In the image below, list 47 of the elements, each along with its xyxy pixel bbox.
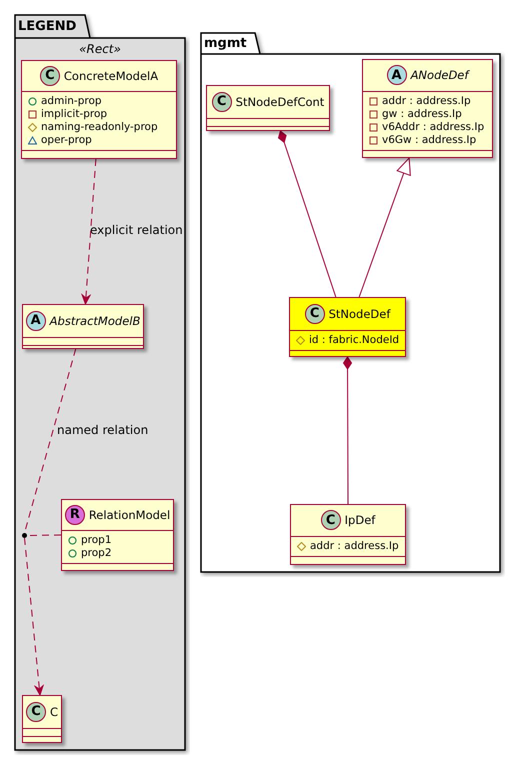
attribute-text: addr : address.Ip bbox=[310, 540, 399, 552]
class-name: StNodeDefCont bbox=[236, 94, 324, 109]
class-name: IpDef bbox=[344, 513, 376, 528]
class-type-marker: A bbox=[386, 65, 407, 86]
attribute-text: v6Gw : address.Ip bbox=[382, 134, 476, 146]
class-box bbox=[61, 499, 174, 571]
class-type-marker: C bbox=[320, 510, 341, 530]
edge-label: named relation bbox=[57, 423, 148, 437]
class-name: C bbox=[50, 704, 58, 719]
class-name: ConcreteModelA bbox=[64, 68, 158, 83]
class-type-marker: C bbox=[212, 92, 232, 112]
package-name: LEGEND bbox=[18, 19, 76, 35]
attribute-text: implicit-prop bbox=[41, 108, 108, 120]
attribute-text: prop2 bbox=[81, 546, 112, 560]
package-name: mgmt bbox=[204, 36, 247, 52]
dependency-arrow bbox=[82, 158, 96, 304]
attribute-text: prop1 bbox=[81, 534, 112, 546]
class-box bbox=[289, 297, 406, 357]
attribute-text: v6Addr : address.Ip bbox=[382, 120, 484, 134]
attribute-text: oper-prop bbox=[41, 134, 92, 146]
class-type-marker: R bbox=[64, 504, 85, 525]
composition-line bbox=[343, 356, 352, 504]
class-box bbox=[206, 85, 330, 131]
class-type-marker: A bbox=[26, 310, 46, 331]
class-name: StNodeDef bbox=[328, 306, 390, 321]
class-box bbox=[22, 695, 62, 743]
class-name: RelationModel bbox=[88, 508, 170, 522]
class-type-marker: C bbox=[40, 66, 60, 86]
stereotype-label: «Rect» bbox=[78, 42, 122, 56]
edge-label: explicit relation bbox=[90, 223, 183, 237]
attribute-text: admin-prop bbox=[41, 94, 102, 108]
attribute-text: gw : address.Ip bbox=[382, 108, 462, 120]
class-box bbox=[22, 304, 144, 349]
class-type-marker: C bbox=[304, 304, 325, 324]
attribute-text: addr : address.Ip bbox=[382, 94, 471, 108]
class-box bbox=[290, 504, 406, 565]
composition-line bbox=[278, 130, 336, 298]
class-box bbox=[21, 60, 177, 159]
class-box bbox=[362, 59, 493, 158]
class-name: AbstractModelB bbox=[50, 314, 140, 328]
dependency-arrow bbox=[24, 538, 44, 696]
class-name: ANodeDef bbox=[410, 68, 468, 82]
junction-dot bbox=[22, 533, 27, 538]
class-type-marker: C bbox=[26, 702, 46, 722]
inheritance-arrow bbox=[358, 158, 411, 298]
attribute-text: naming-readonly-prop bbox=[41, 120, 158, 134]
attribute-text: id : fabric.NodeId bbox=[309, 334, 400, 346]
